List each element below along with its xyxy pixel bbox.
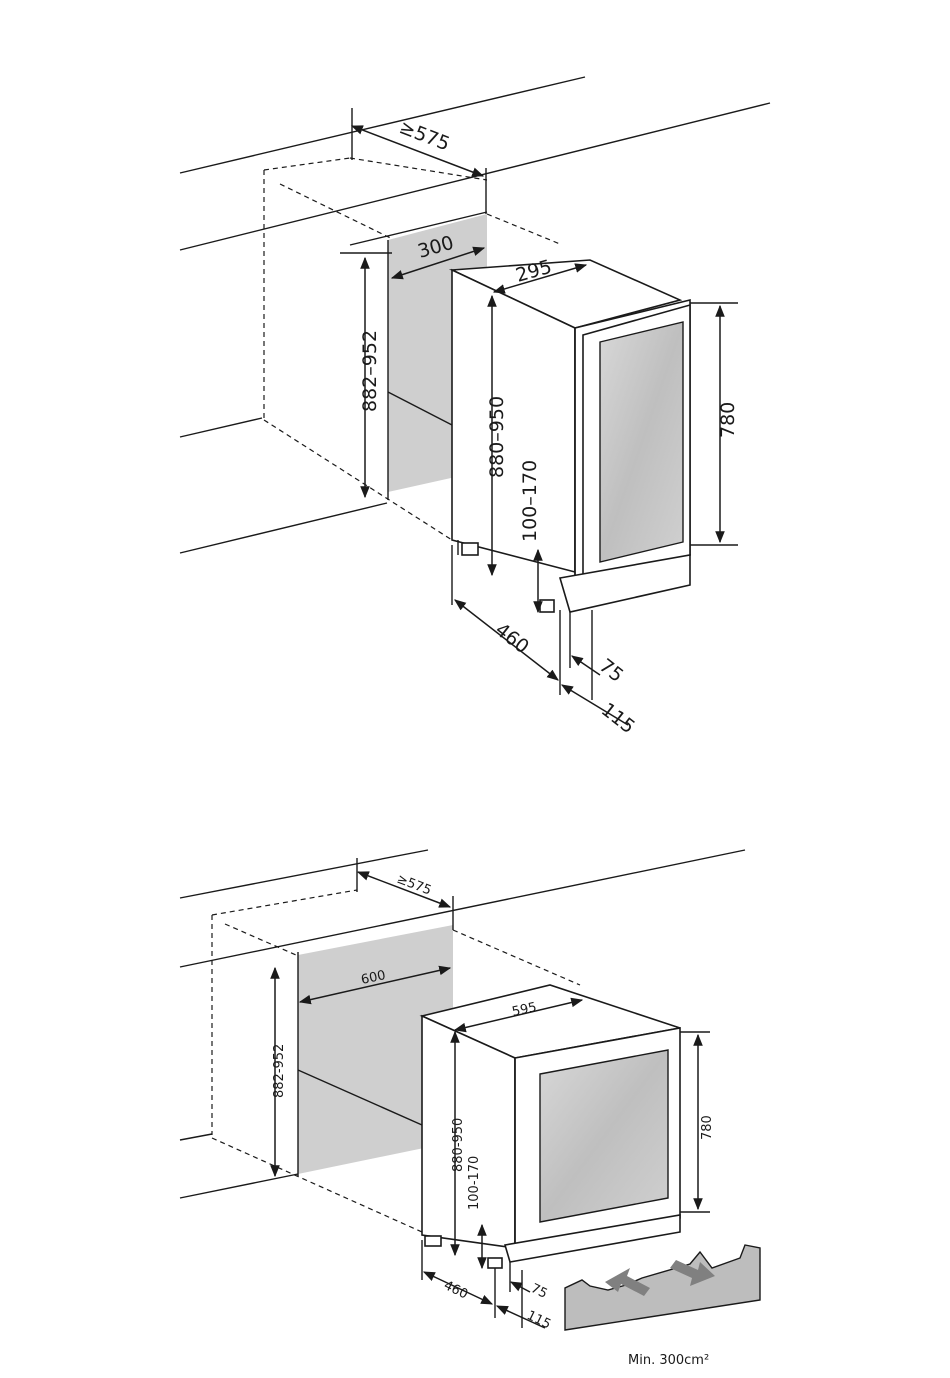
b-countertop-top-edge (180, 850, 428, 898)
b-dim-line-door-offset (511, 1282, 530, 1292)
niche-dash-top (264, 158, 350, 170)
label-door-offset: 75 (595, 655, 628, 687)
b-label-unit-height: 880-950 (451, 1118, 466, 1172)
label-depth-min: ≥575 (396, 116, 453, 155)
bottom-diagram: ≥575 600 595 882-952 880-950 780 100-170… (180, 850, 760, 1368)
b-label-door-offset: 75 (528, 1281, 549, 1302)
b-label-vent-area: Min. 300cm² (628, 1353, 709, 1368)
foot-front (540, 600, 554, 612)
label-unit-height: 880–950 (486, 396, 508, 478)
b-door-glass (540, 1050, 668, 1222)
niche-dash-right (487, 214, 560, 244)
b-label-plinth-depth: 115 (524, 1308, 553, 1332)
b-cabinet-left-upper (180, 1134, 212, 1140)
b-niche-dash-top (212, 890, 357, 915)
countertop-top-edge-left (180, 77, 585, 173)
b-label-niche-height: 882-952 (272, 1044, 287, 1098)
ventilation-grille (565, 1245, 760, 1330)
door-glass (600, 322, 683, 562)
b-foot-rear (425, 1236, 441, 1246)
label-unit-depth: 460 (491, 619, 533, 659)
b-countertop-front-edge (180, 850, 745, 967)
b-label-plinth-height: 100-170 (467, 1156, 482, 1210)
b-floor-line-left (180, 1174, 298, 1198)
label-door-height: 780 (717, 402, 739, 438)
b-label-depth-min: ≥575 (395, 872, 434, 899)
b-niche-dash-right (453, 930, 580, 985)
floor-line-left (180, 503, 387, 553)
foot-rear (462, 543, 478, 555)
top-diagram: ≥575 300 295 882–952 880–950 780 100–170… (180, 77, 770, 738)
cabinet-left-upper (180, 418, 262, 437)
b-foot-front (488, 1258, 502, 1268)
label-plinth-depth: 115 (597, 699, 639, 739)
label-niche-height: 882–952 (359, 330, 381, 412)
b-label-door-height: 780 (700, 1115, 715, 1140)
b-label-unit-depth: 460 (441, 1278, 470, 1302)
label-plinth-height: 100–170 (519, 460, 541, 542)
